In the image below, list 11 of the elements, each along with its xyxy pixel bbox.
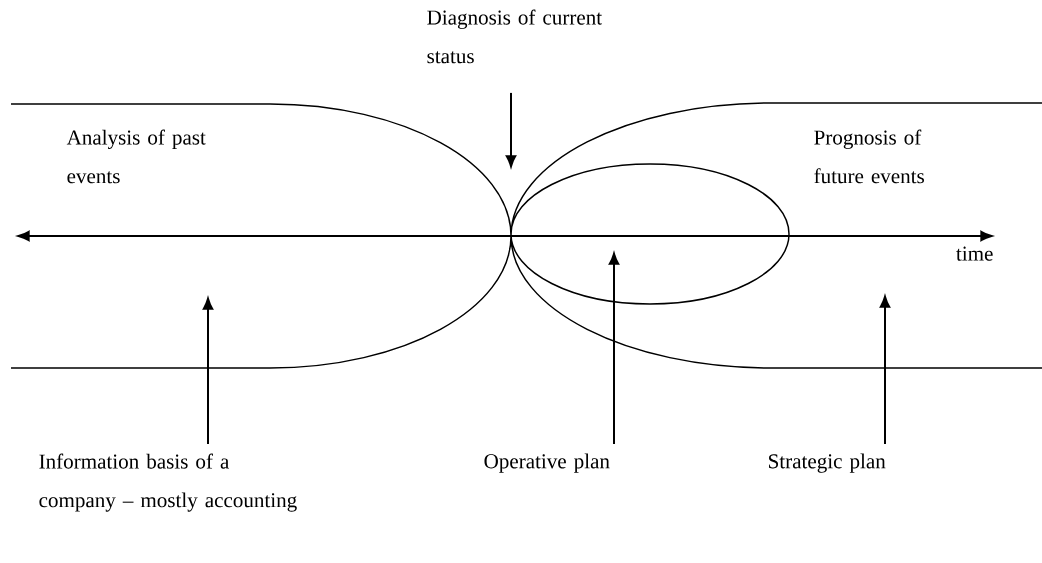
- arrow: [879, 295, 891, 445]
- region-label: Prognosis of future events: [814, 129, 924, 184]
- arrow: [505, 91, 517, 168]
- annotation-text: Strategic plan: [769, 453, 886, 473]
- arrow: [608, 252, 620, 445]
- arrow: [202, 297, 214, 445]
- annotation-text: Operative plan: [484, 453, 610, 473]
- annotation-text: Information basis of a company – mostly accounting: [39, 453, 297, 512]
- annotation-text: Diagnosis of current status: [427, 9, 602, 64]
- region-label: time: [956, 246, 993, 261]
- region-label: Analysis of past events: [66, 129, 206, 184]
